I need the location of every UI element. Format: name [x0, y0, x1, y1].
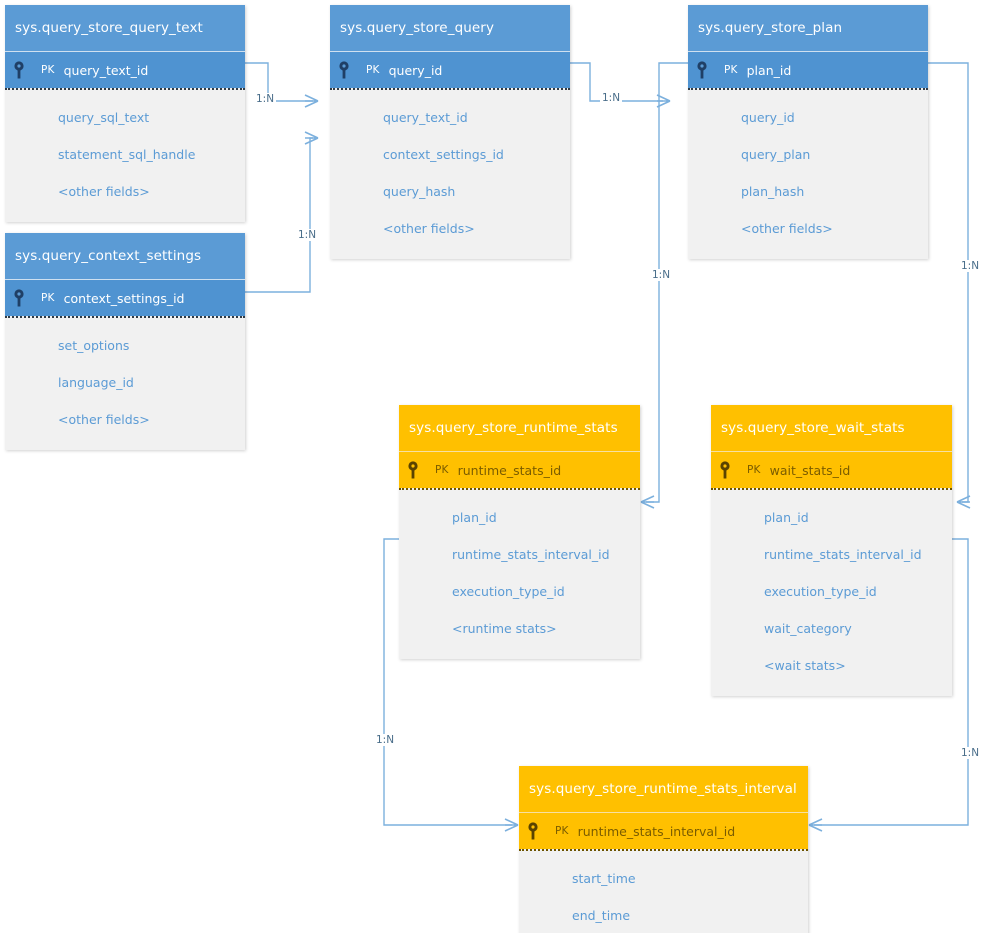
- field-row: language_id: [58, 375, 134, 390]
- key-icon: [399, 461, 439, 479]
- entity-query-store-runtime-stats-interval[interactable]: sys.query_store_runtime_stats_interval P…: [519, 766, 808, 933]
- entity-title: sys.query_store_query: [330, 5, 570, 51]
- entity-query-store-plan[interactable]: sys.query_store_plan PK plan_id query_id…: [688, 5, 928, 259]
- entity-query-store-query-text[interactable]: sys.query_store_query_text PK query_text…: [5, 5, 245, 222]
- field-row: query_plan: [741, 147, 811, 162]
- pk-label: PK: [724, 64, 738, 76]
- entity-primary-key-row[interactable]: PK context_settings_id: [5, 279, 245, 316]
- field-row: plan_id: [764, 510, 809, 525]
- cardinality-label-query-plan: 1:N: [600, 92, 623, 104]
- pk-field-name: wait_stats_id: [769, 462, 851, 478]
- entity-query-context-settings[interactable]: sys.query_context_settings PK context_se…: [5, 233, 245, 450]
- field-row: plan_id: [452, 510, 497, 525]
- field-row: <runtime stats>: [452, 621, 557, 636]
- pk-label: PK: [41, 64, 55, 76]
- field-row: <other fields>: [383, 221, 475, 236]
- key-icon: [711, 461, 751, 479]
- key-icon: [688, 61, 728, 79]
- field-row: query_id: [741, 110, 795, 125]
- field-row: wait_category: [764, 621, 852, 636]
- field-row: set_options: [58, 338, 130, 353]
- cardinality-label-text-query: 1:N: [254, 93, 277, 105]
- cardinality-label-plan-wait: 1:N: [959, 260, 982, 272]
- key-icon: [519, 822, 559, 840]
- entity-query-store-wait-stats[interactable]: sys.query_store_wait_stats PK wait_stats…: [711, 405, 952, 696]
- entity-title: sys.query_store_runtime_stats: [399, 405, 640, 451]
- entity-title: sys.query_store_query_text: [5, 5, 245, 51]
- entity-title: sys.query_store_runtime_stats_interval: [519, 766, 808, 812]
- field-row: query_text_id: [383, 110, 468, 125]
- field-row: query_sql_text: [58, 110, 150, 125]
- field-row: <other fields>: [58, 412, 150, 427]
- entity-field-list: query_id query_plan plan_hash <other fie…: [688, 88, 928, 259]
- pk-label: PK: [555, 825, 569, 837]
- entity-primary-key-row[interactable]: PK wait_stats_id: [711, 451, 952, 488]
- cardinality-label-plan-runtime: 1:N: [650, 269, 673, 281]
- key-icon: [330, 61, 370, 79]
- entity-primary-key-row[interactable]: PK query_text_id: [5, 51, 245, 88]
- field-row: <other fields>: [741, 221, 833, 236]
- field-row: statement_sql_handle: [58, 147, 196, 162]
- entity-field-list: plan_id runtime_stats_interval_id execut…: [711, 488, 952, 696]
- pk-label: PK: [747, 464, 761, 476]
- field-row: execution_type_id: [764, 584, 877, 599]
- field-row: execution_type_id: [452, 584, 565, 599]
- entity-title: sys.query_store_wait_stats: [711, 405, 952, 451]
- field-row: runtime_stats_interval_id: [764, 547, 922, 562]
- entity-field-list: set_options language_id <other fields>: [5, 316, 245, 450]
- entity-query-store-runtime-stats[interactable]: sys.query_store_runtime_stats PK runtime…: [399, 405, 640, 659]
- entity-primary-key-row[interactable]: PK runtime_stats_interval_id: [519, 812, 808, 849]
- entity-primary-key-row[interactable]: PK runtime_stats_id: [399, 451, 640, 488]
- entity-field-list: plan_id runtime_stats_interval_id execut…: [399, 488, 640, 659]
- entity-field-list: query_text_id context_settings_id query_…: [330, 88, 570, 259]
- pk-field-name: runtime_stats_interval_id: [577, 823, 736, 839]
- entity-title: sys.query_context_settings: [5, 233, 245, 279]
- field-row: context_settings_id: [383, 147, 504, 162]
- cardinality-label-interval-wait: 1:N: [959, 747, 982, 759]
- pk-label: PK: [41, 292, 55, 304]
- field-row: runtime_stats_interval_id: [452, 547, 610, 562]
- pk-label: PK: [366, 64, 380, 76]
- field-row: end_time: [572, 908, 631, 923]
- entity-field-list: start_time end_time: [519, 849, 808, 933]
- pk-field-name: plan_id: [746, 62, 792, 78]
- pk-label: PK: [435, 464, 449, 476]
- pk-field-name: runtime_stats_id: [457, 462, 562, 478]
- entity-title: sys.query_store_plan: [688, 5, 928, 51]
- entity-field-list: query_sql_text statement_sql_handle <oth…: [5, 88, 245, 222]
- pk-field-name: context_settings_id: [63, 290, 185, 306]
- key-icon: [5, 289, 45, 307]
- key-icon: [5, 61, 45, 79]
- field-row: start_time: [572, 871, 636, 886]
- field-row: plan_hash: [741, 184, 805, 199]
- entity-query-store-query[interactable]: sys.query_store_query PK query_id query_…: [330, 5, 570, 259]
- cardinality-label-interval-runtime: 1:N: [374, 734, 397, 746]
- field-row: <other fields>: [58, 184, 150, 199]
- entity-primary-key-row[interactable]: PK plan_id: [688, 51, 928, 88]
- entity-primary-key-row[interactable]: PK query_id: [330, 51, 570, 88]
- field-row: <wait stats>: [764, 658, 846, 673]
- cardinality-label-ctx-query: 1:N: [296, 229, 319, 241]
- field-row: query_hash: [383, 184, 456, 199]
- pk-field-name: query_text_id: [63, 62, 149, 78]
- pk-field-name: query_id: [388, 62, 443, 78]
